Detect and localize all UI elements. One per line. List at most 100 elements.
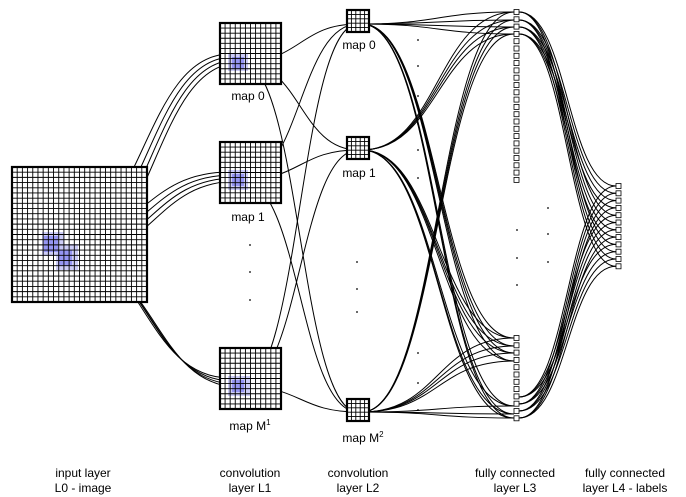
l1-map1-label: map 1	[231, 210, 265, 224]
l4-node	[615, 256, 622, 262]
l3-node	[513, 133, 520, 140]
l3-node	[513, 118, 520, 125]
l3-node	[513, 45, 520, 52]
l1-map1-grid	[218, 140, 283, 205]
l3-node	[513, 82, 520, 88]
connection	[518, 11, 617, 245]
connection	[361, 23, 515, 347]
l3-node	[513, 23, 520, 30]
ellipsis-dot	[417, 382, 419, 384]
input-image-grid	[10, 165, 149, 304]
receptive-field-highlight	[58, 250, 72, 266]
ellipsis-dots	[249, 39, 549, 411]
ellipsis-dot	[417, 65, 419, 67]
l1-mapM-label: map M1	[229, 418, 271, 433]
connection	[361, 19, 515, 151]
l2-mapM-superscript: 2	[379, 430, 384, 439]
l3-node	[513, 371, 520, 378]
l3-node	[513, 400, 520, 407]
connection	[518, 19, 617, 253]
connection	[361, 23, 515, 354]
ellipsis-dot	[249, 271, 251, 273]
connection	[518, 258, 617, 412]
connection	[518, 26, 617, 260]
l4-node	[615, 197, 622, 204]
ellipsis-dot	[249, 244, 251, 246]
l3-node	[513, 111, 520, 118]
l3-node	[513, 393, 520, 400]
l3-node	[513, 386, 520, 393]
ellipsis-dot	[417, 149, 419, 151]
connection	[361, 149, 515, 362]
l3-node	[513, 104, 520, 110]
connection	[518, 265, 617, 419]
l4-node	[615, 204, 622, 211]
ellipsis-dot	[516, 284, 518, 286]
l3-node	[513, 140, 520, 147]
ellipsis-dot	[547, 207, 549, 209]
connection	[518, 243, 617, 398]
l3-node	[513, 38, 520, 45]
connection	[518, 214, 617, 398]
fully-connected-nodes	[513, 9, 622, 422]
connection	[361, 33, 515, 151]
l3-node	[513, 30, 520, 37]
l3-node	[513, 60, 520, 66]
l3-node	[513, 378, 520, 385]
l3-node	[513, 9, 520, 15]
l3-node	[513, 67, 520, 74]
l4-node	[615, 263, 622, 270]
connection	[361, 11, 515, 413]
connection	[361, 149, 515, 339]
l4-node	[615, 241, 622, 248]
connection	[518, 251, 617, 405]
l3-node	[513, 169, 520, 176]
ellipsis-dot	[356, 311, 358, 313]
l3-node	[513, 147, 520, 154]
connection	[518, 11, 617, 187]
connection	[361, 23, 515, 362]
l2-map0-label: map 0	[342, 38, 376, 52]
connection	[361, 19, 515, 25]
l3-node	[513, 176, 520, 183]
receptive-field-highlight	[44, 236, 58, 252]
ellipsis-dot	[417, 123, 419, 125]
connection	[361, 360, 515, 413]
ellipsis-dot	[417, 95, 419, 97]
l3-node	[513, 342, 520, 349]
connection	[361, 23, 515, 339]
connection	[361, 33, 515, 413]
receptive-field-highlight	[232, 380, 244, 392]
connection	[361, 26, 515, 151]
ellipsis-dot	[356, 261, 358, 263]
l3-node	[513, 364, 520, 371]
l4-node	[615, 234, 622, 241]
connection	[361, 149, 515, 419]
connection	[361, 345, 515, 413]
l3-node	[513, 155, 520, 161]
ellipsis-dot	[417, 409, 419, 411]
connection	[361, 352, 515, 413]
ellipsis-dot	[516, 257, 518, 259]
l4-node	[615, 212, 622, 219]
l2-map1-grid	[345, 135, 371, 161]
ellipsis-dot	[249, 299, 251, 301]
ellipsis-dot	[417, 352, 419, 354]
l4-node	[615, 183, 622, 189]
ellipsis-dot	[417, 177, 419, 179]
l1-mapM-superscript: 1	[266, 418, 271, 427]
ellipsis-dot	[356, 288, 358, 290]
l2-map0-grid	[345, 8, 371, 34]
l3-node	[513, 89, 520, 96]
l3-node	[513, 96, 520, 103]
connection	[518, 19, 617, 223]
l1-map0-label: map 0	[231, 89, 265, 103]
l3-node	[513, 335, 520, 341]
l3-node	[513, 52, 520, 59]
l2-mapM-label: map M2	[342, 430, 384, 445]
connection	[361, 411, 515, 419]
